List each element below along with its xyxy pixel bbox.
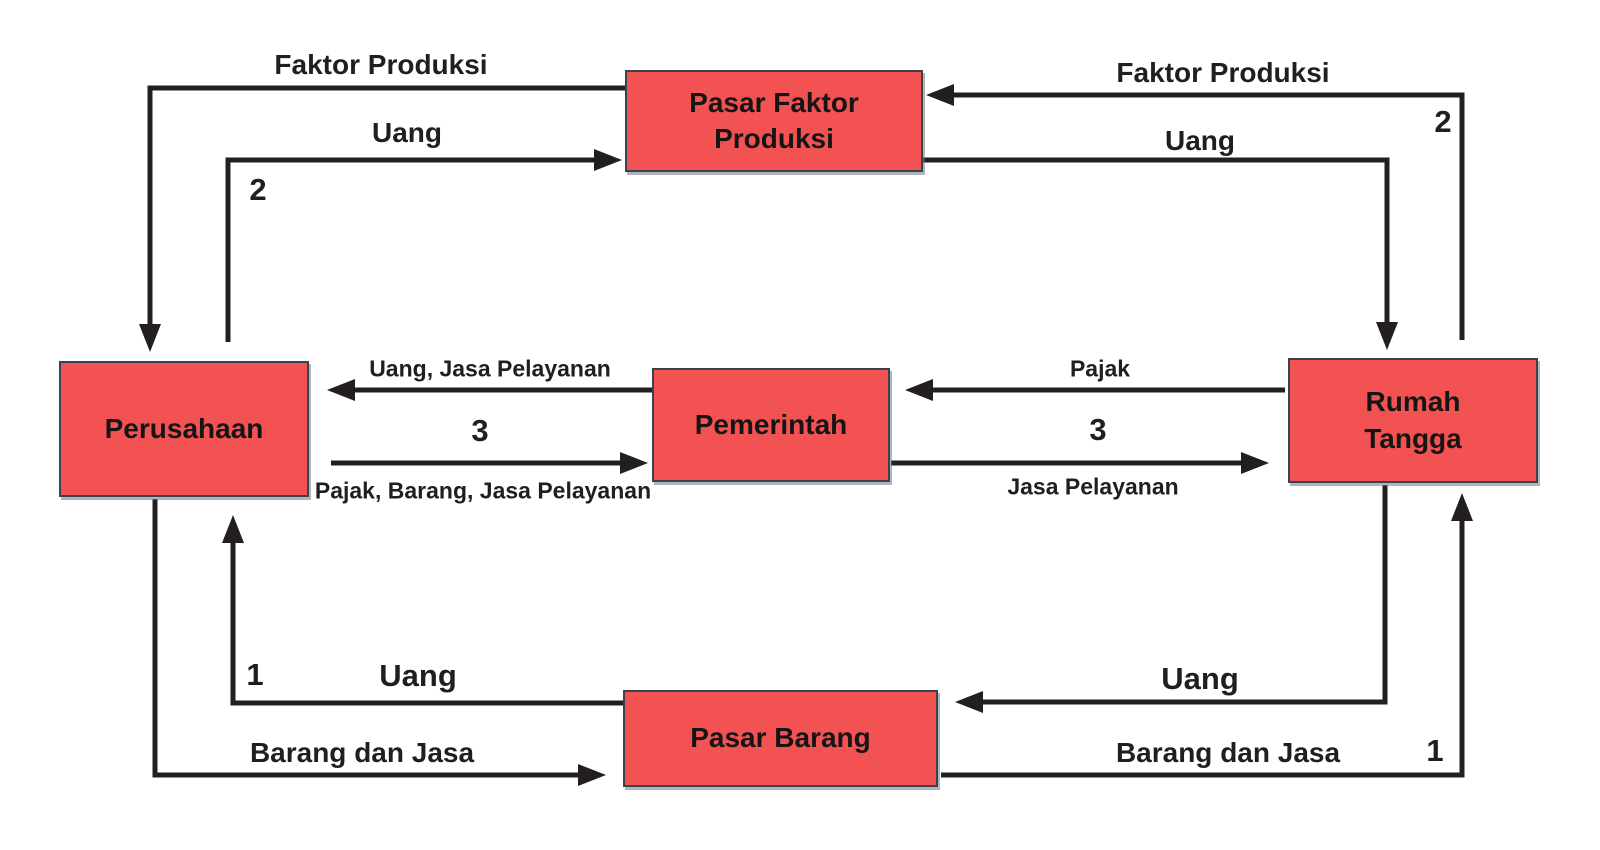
- node-pasar-barang: Pasar Barang: [623, 690, 938, 787]
- label-faktor-produksi-left: Faktor Produksi: [274, 49, 488, 80]
- label-number-1-right: 1: [1426, 733, 1444, 768]
- label-barang-dan-jasa-right: Barang dan Jasa: [1115, 737, 1341, 768]
- arrow-factor-to-perusahaan: [139, 85, 625, 352]
- arrow-barang-to-rumah-tangga: [941, 493, 1473, 778]
- node-label: Pasar Barang: [690, 722, 871, 754]
- node-rumah-tangga: Rumah Tangga: [1288, 358, 1538, 483]
- node-label: Produksi: [714, 123, 834, 154]
- arrow-uang-to-perusahaan: [222, 515, 623, 706]
- node-label: Perusahaan: [104, 412, 264, 444]
- node-pemerintah: Pemerintah: [652, 368, 890, 482]
- node-pasar-faktor-produksi: Pasar Faktor Produksi: [625, 70, 923, 172]
- label-uang-jasa-pelayanan: Uang, Jasa Pelayanan: [369, 355, 611, 382]
- arrow-jasa-to-rumah-tangga: [891, 452, 1269, 474]
- label-uang-bottom-right: Uang: [1161, 661, 1239, 696]
- label-number-3-right: 3: [1089, 412, 1107, 447]
- arrow-uang-jasa-to-perusahaan: [327, 379, 652, 401]
- label-number-1-left: 1: [246, 657, 264, 692]
- node-label: Pasar Faktor: [689, 86, 859, 118]
- arrow-uang-to-pasar-barang: [955, 485, 1388, 713]
- label-uang-top-left: Uang: [372, 117, 442, 148]
- node-label: Pemerintah: [694, 408, 848, 440]
- arrow-barang-to-pasar-barang-left: [152, 499, 606, 786]
- label-pajak-barang-jasa: Pajak, Barang, Jasa Pelayanan: [314, 477, 652, 504]
- node-label: Tangga: [1364, 422, 1462, 454]
- arrow-pajak-to-pemerintah: [905, 379, 1285, 401]
- label-barang-dan-jasa-left: Barang dan Jasa: [249, 737, 475, 768]
- node-perusahaan: Perusahaan: [59, 361, 309, 497]
- label-number-3-left: 3: [471, 413, 489, 448]
- label-pajak: Pajak: [1069, 355, 1131, 382]
- label-jasa-pelayanan: Jasa Pelayanan: [1007, 473, 1179, 500]
- label-number-2-right: 2: [1434, 104, 1452, 139]
- label-number-2-left: 2: [249, 172, 267, 207]
- arrow-factor-to-pasar-faktor: [926, 84, 1465, 340]
- label-uang-bottom-left: Uang: [379, 658, 457, 693]
- arrow-uang-to-rumah-tangga: [923, 157, 1398, 350]
- node-label: Rumah: [1365, 386, 1461, 418]
- label-uang-top-right: Uang: [1165, 125, 1235, 156]
- arrow-pajak-barang-to-pemerintah: [331, 452, 648, 474]
- arrow-uang-to-pasar-faktor: [225, 149, 622, 342]
- label-faktor-produksi-right: Faktor Produksi: [1116, 57, 1330, 88]
